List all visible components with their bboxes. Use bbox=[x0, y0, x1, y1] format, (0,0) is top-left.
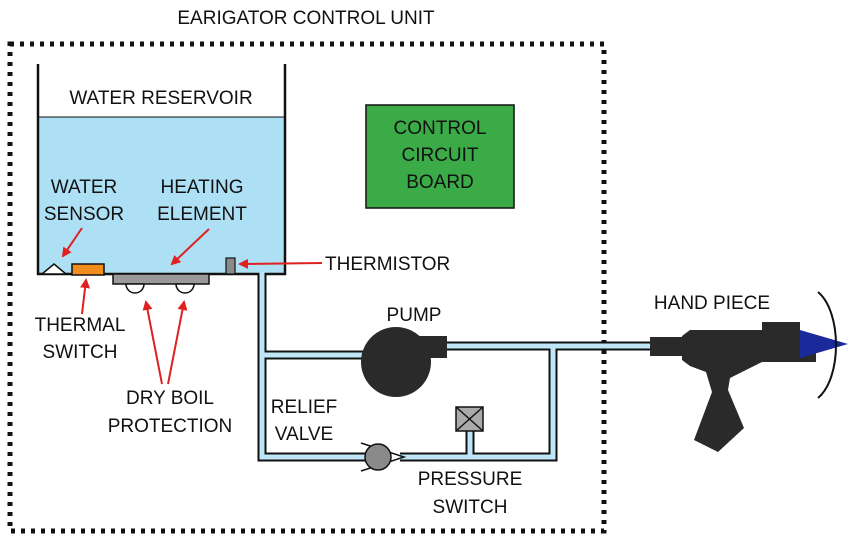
dry-boil-protector-right bbox=[175, 283, 195, 294]
control-circuit-board bbox=[365, 104, 515, 209]
board-label-line1: CONTROL bbox=[394, 118, 487, 139]
arrow-dry-boil-left bbox=[142, 300, 163, 385]
plumbing bbox=[257, 272, 652, 462]
pump-outlet bbox=[396, 336, 447, 358]
arrow-water-sensor bbox=[61, 227, 83, 258]
hand-piece-body bbox=[682, 322, 816, 452]
pressure-switch-label-line1: PRESSURE bbox=[418, 469, 523, 490]
water-sensor bbox=[39, 263, 69, 275]
reservoir-label: WATER RESERVOIR bbox=[69, 88, 252, 109]
pump bbox=[361, 327, 447, 397]
heating-element bbox=[112, 273, 210, 285]
dry-boil-label-line1: DRY BOIL bbox=[126, 388, 214, 409]
heating-element-label-line1: HEATING bbox=[160, 177, 243, 198]
pressure-switch-label-line2: SWITCH bbox=[433, 497, 508, 518]
dry-boil-label-line2: PROTECTION bbox=[108, 416, 233, 437]
pipe-fills bbox=[259, 272, 652, 460]
arrow-thermistor bbox=[238, 258, 323, 269]
water-sensor-label-line1: WATER bbox=[51, 177, 118, 198]
pressure-switch bbox=[455, 406, 484, 432]
relief-valve-ball bbox=[364, 443, 392, 471]
arrow-thermal-switch bbox=[80, 278, 91, 315]
relief-valve-label-line2: VALVE bbox=[275, 424, 333, 445]
water-reservoir bbox=[36, 64, 287, 276]
thermal-switch bbox=[71, 263, 105, 276]
pipe-relief-to-outlet bbox=[400, 346, 556, 460]
thermistor bbox=[225, 257, 236, 275]
reservoir-water bbox=[38, 117, 285, 274]
ear-outline bbox=[817, 291, 837, 399]
water-sensor-label-line2: SENSOR bbox=[44, 204, 124, 225]
thermal-switch-label-line2: SWITCH bbox=[43, 342, 118, 363]
pump-label: PUMP bbox=[387, 305, 442, 326]
thermistor-label: THERMISTOR bbox=[325, 254, 450, 275]
arrow-heating-element bbox=[170, 228, 210, 266]
hand-piece-label: HAND PIECE bbox=[654, 293, 770, 314]
heating-element-label-line2: ELEMENT bbox=[157, 204, 247, 225]
relief-valve bbox=[360, 442, 407, 472]
pipe-reservoir-to-pump bbox=[259, 272, 372, 358]
pipe-reservoir-to-pump-outline bbox=[257, 274, 372, 360]
arrow-dry-boil-right bbox=[167, 300, 188, 385]
diagram-title: EARIGATOR CONTROL UNIT bbox=[177, 8, 435, 29]
relief-valve-label-line1: RELIEF bbox=[271, 397, 338, 418]
board-label-line2: CIRCUIT bbox=[401, 145, 478, 166]
thermal-switch-label-line1: THERMAL bbox=[35, 315, 126, 336]
board-label-line3: BOARD bbox=[406, 172, 474, 193]
water-nozzle bbox=[800, 330, 848, 358]
pipe-reservoir-to-relief bbox=[259, 355, 372, 460]
hand-piece-inlet bbox=[650, 337, 684, 356]
hand-piece bbox=[650, 291, 848, 452]
dry-boil-protector-left bbox=[125, 283, 145, 294]
callout-arrows bbox=[61, 227, 323, 385]
